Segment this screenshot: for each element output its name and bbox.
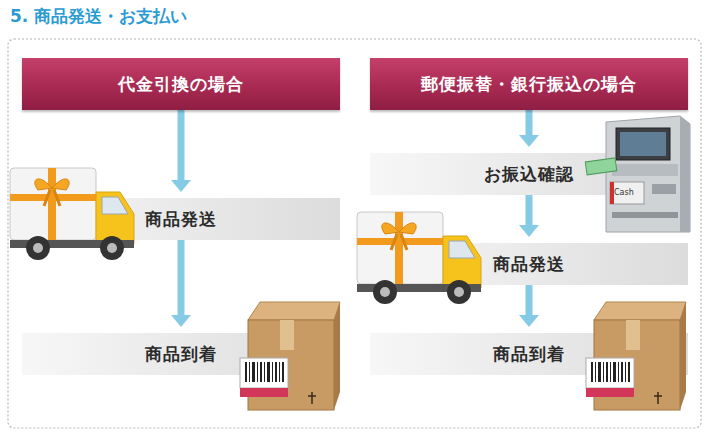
step-band: 商品発送 — [22, 198, 340, 240]
flow-arrow — [171, 110, 191, 192]
case-header: 郵便振替・銀行振込の場合 — [370, 58, 688, 110]
case-header: 代金引換の場合 — [22, 58, 340, 110]
step-band: 商品到着 — [370, 333, 688, 375]
node-text: 商品発送 — [145, 208, 217, 231]
parcel-illustration — [586, 302, 686, 410]
dotted-frame — [8, 39, 701, 428]
step-band: 商品到着 — [22, 333, 340, 375]
flow-arrow — [171, 240, 191, 327]
step-band: 商品発送 — [370, 243, 688, 285]
flow-arrow — [519, 285, 539, 327]
node-text: 商品到着 — [493, 343, 565, 366]
node-text: 郵便振替・銀行振込の場合 — [421, 73, 637, 96]
node-text: 商品発送 — [493, 253, 565, 276]
diagram-title: 5. 商品発送・お支払い — [10, 5, 187, 28]
atm-illustration — [585, 116, 690, 232]
flow-arrow — [519, 110, 539, 147]
step-band: お振込確認 — [370, 153, 688, 195]
flow-arrow — [519, 195, 539, 237]
node-text: 代金引換の場合 — [118, 73, 244, 96]
atm-label: Cash — [614, 188, 634, 197]
node-text: お振込確認 — [484, 163, 574, 186]
truck-illustration — [10, 168, 134, 260]
parcel-illustration — [240, 302, 340, 410]
node-text: 商品到着 — [145, 343, 217, 366]
truck-illustration — [357, 212, 481, 304]
